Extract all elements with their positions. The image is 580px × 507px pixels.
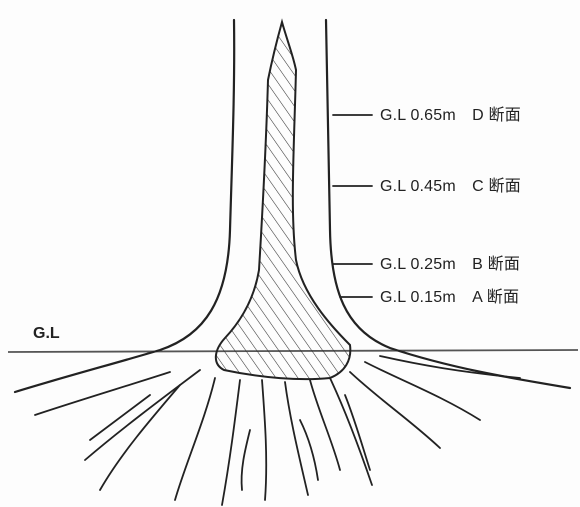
ground-line-label: G.L bbox=[33, 325, 60, 343]
section-label-a: G.L 0.15m A 断面 bbox=[380, 289, 519, 307]
section-label-b: G.L 0.25m B 断面 bbox=[380, 256, 520, 274]
section-ticks bbox=[333, 115, 372, 297]
section-label-d: G.L 0.65m D 断面 bbox=[380, 107, 521, 125]
section-label-c: G.L 0.45m C 断面 bbox=[380, 178, 521, 196]
